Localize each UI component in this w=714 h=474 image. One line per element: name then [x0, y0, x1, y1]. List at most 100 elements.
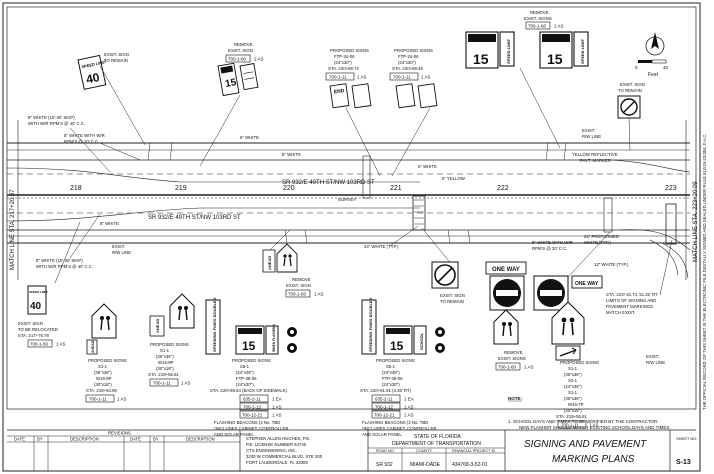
callout-preformed-1: 24" PREFORMED: [584, 234, 619, 239]
prop-r-box-2-text: 700-1-12: [375, 405, 394, 410]
project-value: 434768-3-52-01: [452, 462, 488, 468]
remove-box-b-qty: 1 AS: [524, 365, 534, 370]
callout-prop-c-5: (24"x30"): [236, 382, 254, 387]
scale-0: 0: [635, 65, 638, 70]
note-1b: NEW FLASHER SHOULD MATCH EXISTING SCHOOL…: [519, 425, 671, 430]
remove-box-b: [495, 362, 521, 371]
col-date-1: DATE: [14, 437, 25, 442]
road-name-south: SR 932/E 49TH ST/NW 103RD ST: [148, 215, 241, 221]
prop-l2-box: [149, 378, 179, 387]
sheet-number: S-13: [676, 459, 691, 466]
callout-white-24: 24" WHITE (TYP.): [364, 244, 399, 249]
callout-prop-br-7: (36"x36"): [564, 396, 582, 401]
svg-text:15: 15: [224, 77, 237, 90]
engineer-line-5: FORT LAUDERDALE, FL 33309: [246, 460, 308, 465]
svg-text:15: 15: [390, 339, 404, 353]
callout-white-8-rpm-top-2: RPM'S @ 20' C.C.: [64, 139, 99, 144]
sheet-label: SHEET NO.: [676, 436, 698, 441]
svg-text:SPEED LIMIT: SPEED LIMIT: [506, 38, 511, 64]
speed-limit-sign-icon-b: SPEED LIMIT: [573, 31, 589, 67]
engineer-line-1: STEPHEN ALLEN HUGHES, P.E.: [246, 436, 310, 441]
prop-r-qty-2: 1 AS: [404, 405, 414, 410]
station-219: 219: [175, 185, 187, 192]
prop-b-box-text: 700-1-11: [393, 75, 411, 80]
callout-white-6-top: 6" WHITE: [240, 135, 259, 140]
svg-text:AHEAD: AHEAD: [155, 319, 160, 333]
pentagon-ahead-sign-icon: AHEAD: [262, 243, 298, 273]
engineer-line-3: CTS ENGINEERING, INC.: [246, 448, 297, 453]
callout-white-8-skip-bot-2: WITH W/R RPM'S @ 40' C.C.: [36, 264, 93, 269]
county-value: MIAMI-DADE: [410, 462, 441, 468]
engineer-line-2: P.E. LICENSE NUMBER 64740: [246, 442, 307, 447]
speed-limit-15-sign-icon-r: 15: [383, 325, 413, 355]
engineer-line-4: 3230 W COMMERCIAL BLVD. STE 200: [246, 454, 323, 459]
callout-prop-c-6: STA. 220+89.64 (BACK OF SIDEWALK): [210, 388, 288, 393]
prop-a-box-text: 700-1-11: [329, 75, 347, 80]
do-not-enter-sign-icon-a: [489, 275, 525, 311]
callout-prop-r-1: PROPOSED SIGNS: [376, 358, 415, 363]
callout-exist-rw-br-1: EXIST.: [646, 354, 659, 359]
callout-remove-m-2: EXIST. SIGN: [286, 283, 311, 288]
prop-b-qty: 1 AS: [421, 75, 431, 80]
note-1: 1. SCHOOL DAYS AND TIMES TO BE VERIFIED …: [508, 419, 659, 424]
prop-r-qty-3: 1 AS: [404, 413, 414, 418]
speed-limit-40-relocated-sign-icon: 40 SPEED LIMIT: [27, 285, 48, 315]
callout-remove-tr-2: EXIST. SIGNS: [524, 16, 552, 21]
callout-remove-m-1: REMOVE: [292, 277, 311, 282]
callout-prop-r-4: FTP-38-06: [382, 376, 403, 381]
relocated-box-text: 700-1-50: [30, 342, 49, 347]
callout-remove-b-1: REMOVE: [504, 350, 523, 355]
callout-prop-l-2: S1-1: [98, 364, 108, 369]
callout-limits-1: STA. 223+10.74, 51.32' RT: [606, 292, 658, 297]
remove-box-t-qty: 2 AS: [254, 57, 264, 62]
svg-text:END: END: [334, 88, 346, 95]
col-desc-1: DESCRIPTION: [70, 437, 99, 442]
callout-prop-a-1: PROPOSED SIGNS: [330, 48, 369, 53]
callout-prop-a-3: (24"x30"): [334, 60, 352, 65]
flashing-beacon-icon-r: [435, 327, 445, 353]
no-right-turn-sign-icon: [431, 261, 459, 289]
callout-remove-t-1: REMOVE: [234, 42, 253, 47]
prop-c-box-3-text: 700-12-21: [242, 413, 263, 418]
col-date-2: DATE: [130, 437, 141, 442]
prop-c-box-2-text: 700-1-12: [243, 405, 262, 410]
prop-l-box: [85, 394, 115, 403]
prop-r-box-1: [371, 394, 401, 403]
prop-r-box-3-text: 700-12-21: [374, 413, 395, 418]
callout-prop-l-6: STA. 219+54.90: [86, 388, 117, 393]
prop-c-box-1: [239, 394, 269, 403]
remove-box-m-text: 700-1-60: [288, 292, 307, 297]
prop-a-qty: 1 AS: [357, 75, 367, 80]
station-218: 218: [70, 185, 82, 192]
school-zone-sign-icon-4: [417, 83, 438, 109]
speed-limit-sign-icon-a: SPEED LIMIT: [499, 31, 515, 67]
callout-prop-c-4: FTP-38-06: [236, 376, 257, 381]
callout-preformed-2: WHITE (TYP.): [584, 240, 611, 245]
prop-c-box-2: [239, 402, 269, 411]
prop-c-qty-3: 1 AS: [272, 413, 282, 418]
svg-text:WHEN FLASHING: WHEN FLASHING: [272, 324, 276, 352]
prop-r-box-1-text: 635-2-11: [375, 397, 393, 402]
callout-exist-rw-top-2: R/W LINE: [582, 134, 601, 139]
callout-prop-r-6: STA. 220+91.91 (3.36' RT): [360, 388, 412, 393]
school-crossing-sign-icon-b: AHEAD: [149, 293, 195, 337]
remove-box-b-text: 700-1-60: [498, 365, 517, 370]
callout-prop-l-5: (30"x18"): [94, 382, 112, 387]
school-zone-sign-icon-3: [395, 83, 416, 109]
school-zone-sign-icon-2: [351, 83, 372, 109]
callout-limits-4: MATCH EXIST.: [606, 310, 635, 315]
callout-prop-br-6: S1-1: [568, 390, 578, 395]
callout-prop-br-8: W16-7P: [568, 402, 584, 407]
svg-text:SCHOOL: SCHOOL: [419, 332, 424, 350]
callout-prop-c-2: S5-1: [240, 364, 250, 369]
callout-remove-t-2: EXIST. SIGN: [228, 48, 253, 53]
callout-prop-r-2: S5-1: [386, 364, 396, 369]
callout-prop-br-4: S3-1: [568, 378, 578, 383]
callout-relocated-3: STA. 217+76.78: [18, 333, 49, 338]
svg-text:SPEEDING FINES DOUBLED: SPEEDING FINES DOUBLED: [368, 297, 373, 352]
when-flashing-sign-icon-c: WHEN FLASHING: [265, 324, 279, 355]
flash-r-3: AND SOLAR PANEL: [362, 432, 402, 437]
callout-exist-rw-bot-1: EXIST.: [112, 244, 125, 249]
prop-r-box-2: [371, 402, 401, 411]
